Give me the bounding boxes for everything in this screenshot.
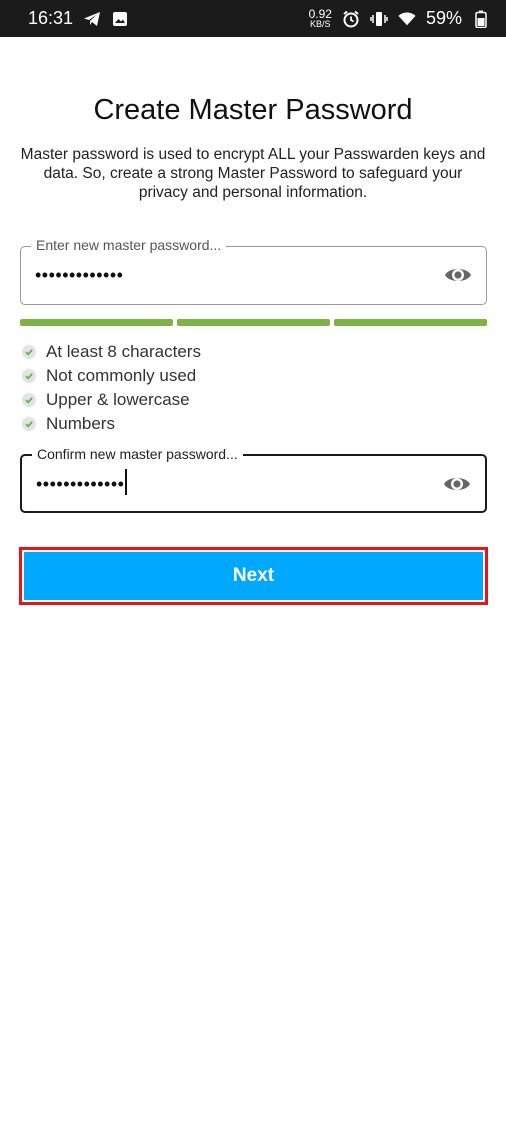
next-button[interactable]: Next xyxy=(24,552,483,600)
vibrate-icon xyxy=(370,10,388,28)
status-time: 16:31 xyxy=(28,8,74,28)
alarm-icon xyxy=(342,10,360,28)
requirement-label: Numbers xyxy=(46,414,115,433)
requirement-item: Upper & lowercase xyxy=(22,388,322,412)
requirement-item: At least 8 characters xyxy=(22,340,322,364)
check-icon xyxy=(22,345,36,359)
page-description: Master password is used to encrypt ALL y… xyxy=(20,146,486,201)
new-password-label: Enter new master password... xyxy=(31,237,227,253)
strength-segment xyxy=(20,319,173,326)
requirement-item: Numbers xyxy=(22,412,322,436)
confirm-password-label: Confirm new master password... xyxy=(32,446,243,462)
confirm-password-text: ••••••••••••• xyxy=(36,474,125,494)
text-cursor xyxy=(125,469,128,496)
gallery-icon xyxy=(111,10,129,28)
battery-percent: 59% xyxy=(425,8,462,28)
check-icon xyxy=(22,417,36,431)
telegram-icon xyxy=(83,10,101,28)
eye-icon[interactable] xyxy=(444,264,472,286)
requirement-label: Not commonly used xyxy=(46,366,197,385)
password-requirements: At least 8 characters Not commonly used … xyxy=(22,340,322,436)
password-strength-meter xyxy=(20,319,487,326)
strength-segment xyxy=(334,319,487,326)
new-password-field[interactable]: Enter new master password... •••••••••••… xyxy=(20,237,487,305)
status-bar-right: 0.92 KB/S 59% xyxy=(309,8,490,29)
status-bar: 16:31 0.92 KB/S 59% xyxy=(0,0,506,37)
page-title: Create Master Password xyxy=(93,94,413,126)
check-icon xyxy=(22,393,36,407)
strength-segment xyxy=(177,319,330,326)
wifi-icon xyxy=(398,10,416,28)
battery-icon xyxy=(472,10,490,28)
next-button-highlight: Next xyxy=(19,547,488,605)
confirm-password-field[interactable]: Confirm new master password... •••••••••… xyxy=(20,446,487,513)
eye-icon[interactable] xyxy=(443,473,471,495)
new-password-value[interactable]: ••••••••••••• xyxy=(35,265,124,285)
confirm-password-value[interactable]: ••••••••••••• xyxy=(36,469,128,496)
check-icon xyxy=(22,369,36,383)
requirement-item: Not commonly used xyxy=(22,364,322,388)
requirement-label: At least 8 characters xyxy=(46,342,201,361)
status-bar-left: 16:31 xyxy=(28,8,129,29)
requirement-label: Upper & lowercase xyxy=(46,390,190,409)
network-speed: 0.92 KB/S xyxy=(308,6,332,29)
